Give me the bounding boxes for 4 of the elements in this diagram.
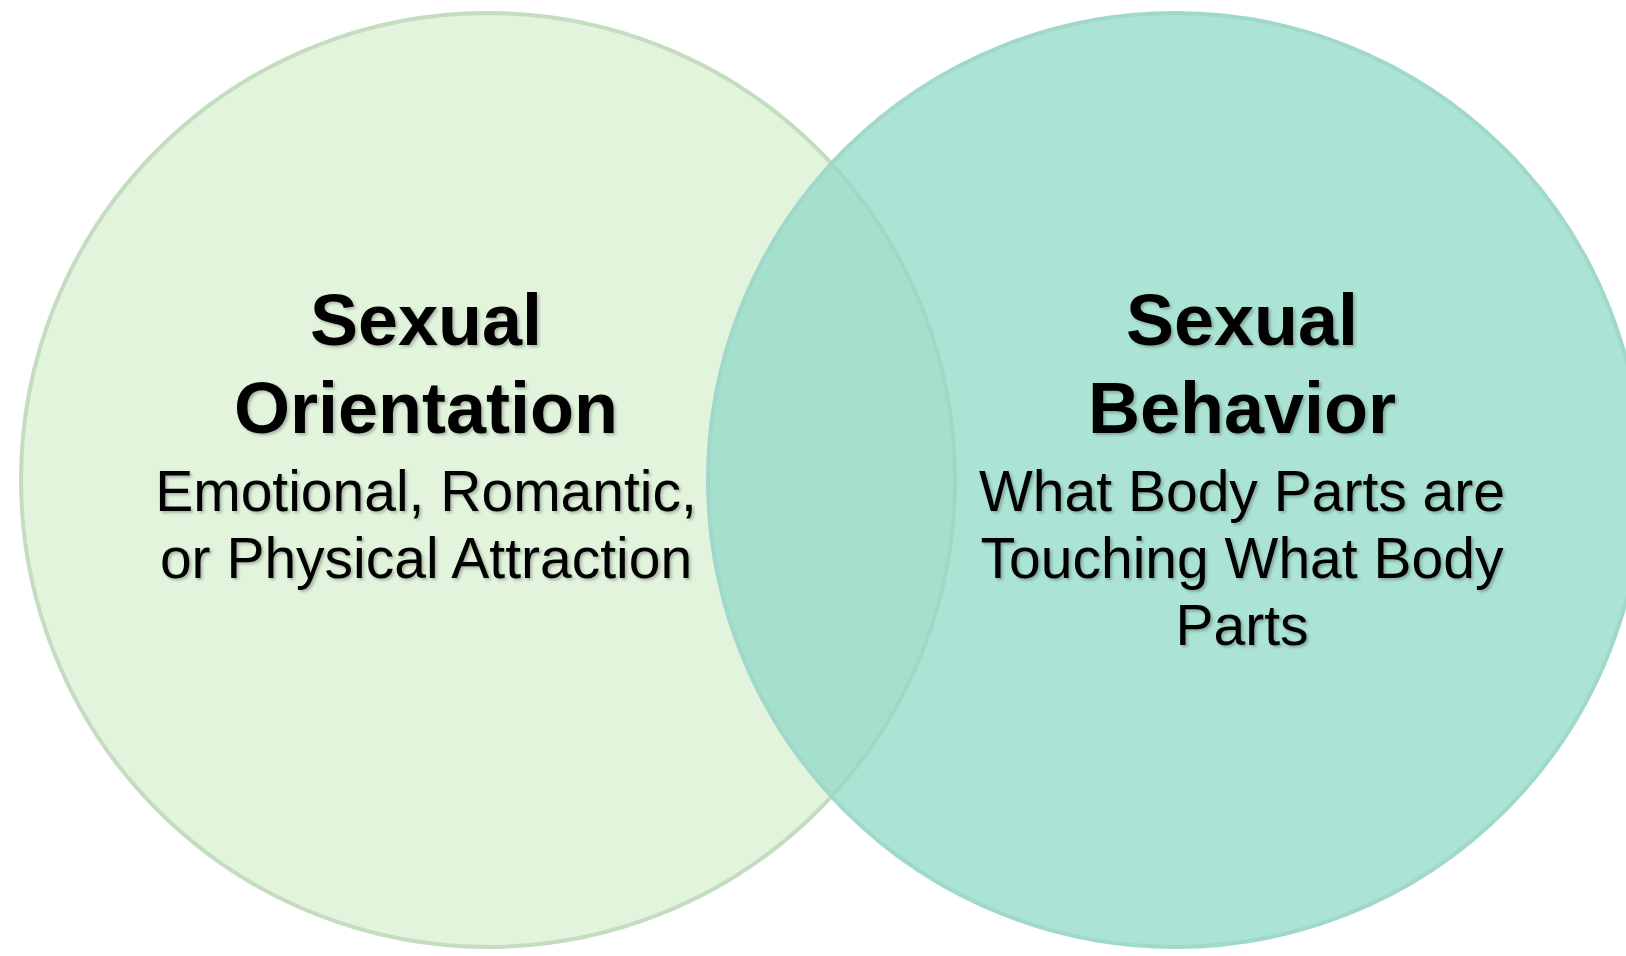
circle-heading: Sexual Orientation [233,279,619,450]
circle-description: What Body Parts are Touching What Body Parts [978,458,1506,659]
circle-description: Emotional, Romantic, or Physical Attraction [154,458,698,592]
circle-heading: Sexual Behavior [1086,279,1398,450]
